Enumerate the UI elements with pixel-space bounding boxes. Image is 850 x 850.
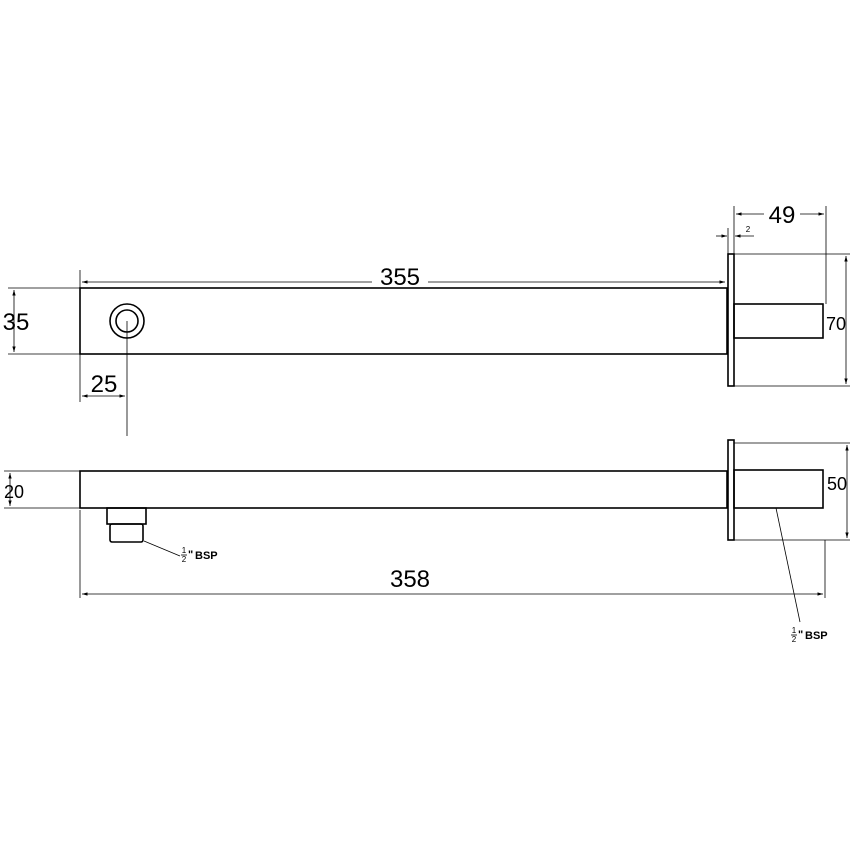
wall-plate-top xyxy=(727,253,735,387)
svg-text:2: 2 xyxy=(182,555,187,564)
dim-length-side: 358 xyxy=(390,566,430,593)
top-view: 355 35 25 49 2 70 xyxy=(3,202,850,436)
arm-body-top xyxy=(79,287,728,355)
wall-stub-side xyxy=(733,469,824,509)
dim-flange-depth: 49 xyxy=(769,202,796,229)
inlet-thread-label: 1 2 " BSP xyxy=(181,546,218,564)
svg-text:": " xyxy=(798,629,803,641)
dim-inlet-offset: 25 xyxy=(91,371,118,398)
dim-flange-height-side: 50 xyxy=(827,474,847,494)
wall-stub-top xyxy=(733,303,824,339)
side-view: 20 50 358 1 2 " BSP 1 2 " BSP xyxy=(4,439,850,644)
svg-text:2: 2 xyxy=(792,635,797,644)
svg-text:BSP: BSP xyxy=(195,550,218,562)
svg-text:": " xyxy=(188,549,193,561)
outlet-thread xyxy=(109,523,144,543)
dim-length-top: 355 xyxy=(380,264,420,291)
dim-flange-thickness: 2 xyxy=(746,225,751,234)
outlet-nut xyxy=(106,507,147,525)
dim-flange-height: 70 xyxy=(826,314,846,334)
svg-text:1: 1 xyxy=(182,546,187,555)
arm-body-side xyxy=(79,470,728,509)
dim-height-side: 20 xyxy=(4,482,24,502)
dim-height-top: 35 xyxy=(3,309,30,336)
svg-text:BSP: BSP xyxy=(805,630,828,642)
wall-plate-side xyxy=(727,439,735,541)
wall-thread-label: 1 2 " BSP xyxy=(791,626,828,644)
svg-text:1: 1 xyxy=(792,626,797,635)
